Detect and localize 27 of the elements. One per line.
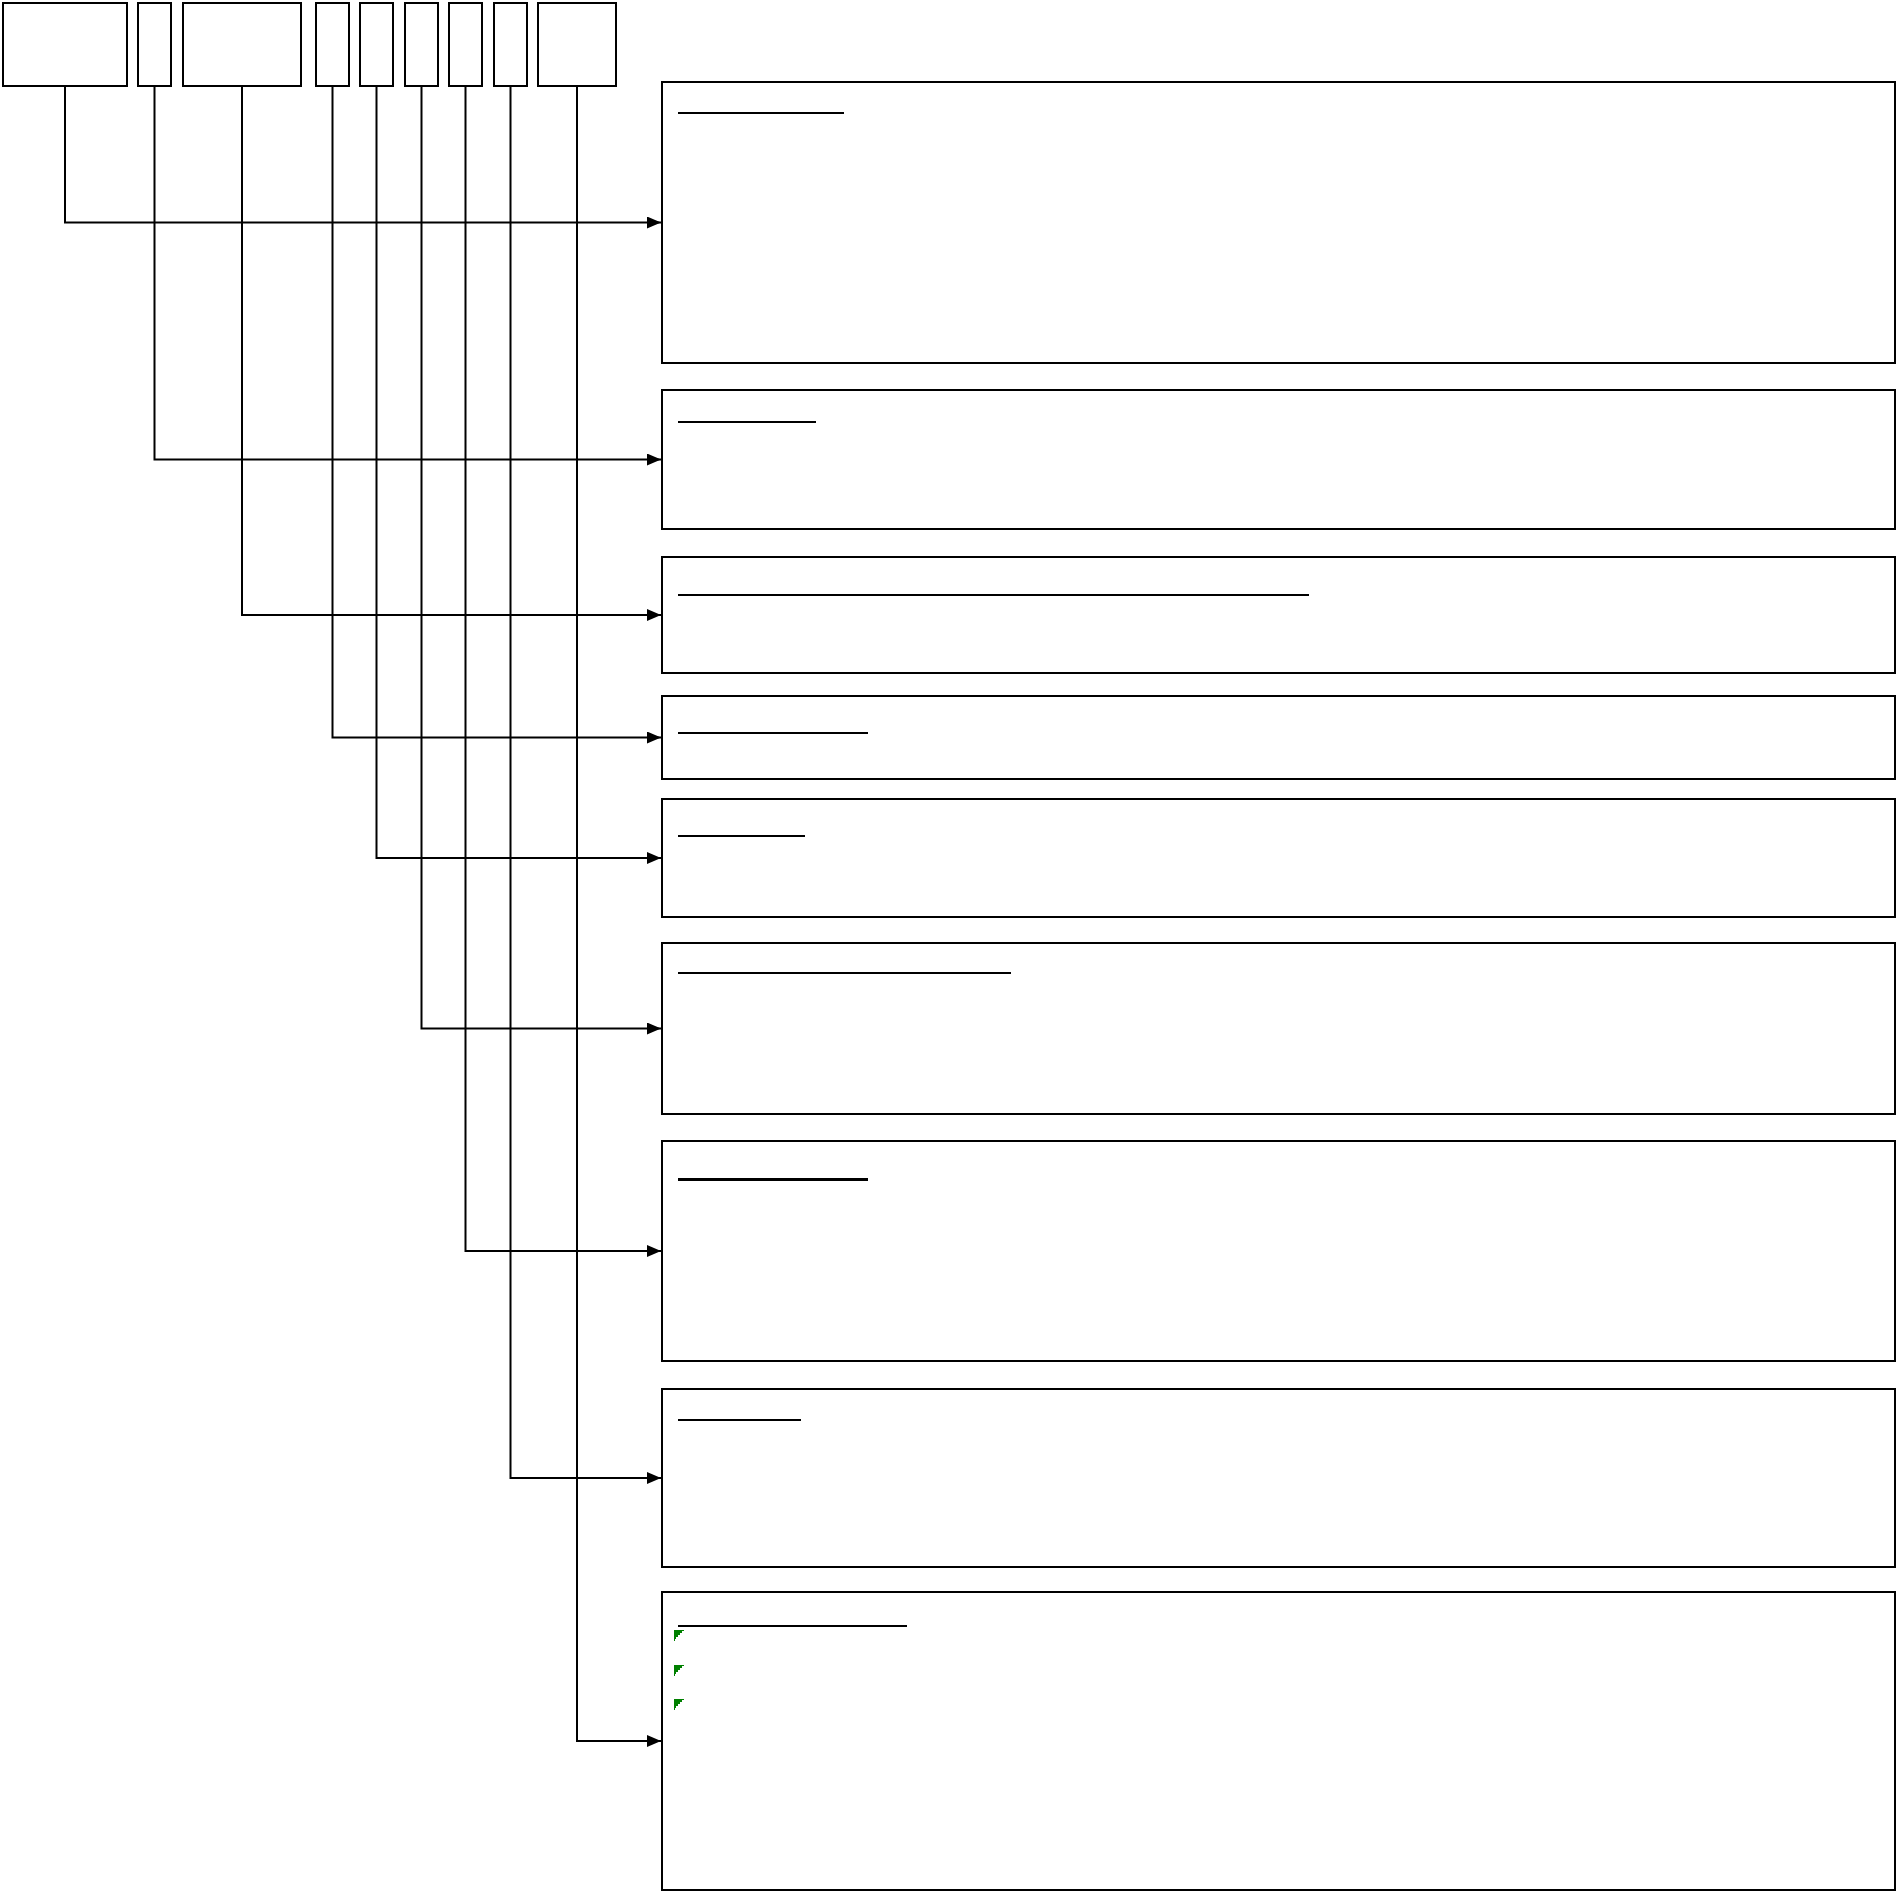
empty-panel (661, 798, 1896, 918)
empty-panel (661, 695, 1896, 780)
empty-panel (661, 1591, 1896, 1891)
empty-box (2, 2, 128, 87)
empty-panel (661, 1140, 1896, 1362)
arrow (64, 86, 662, 229)
empty-box (493, 2, 528, 87)
empty-panel (661, 389, 1896, 530)
empty-box (537, 2, 617, 87)
empty-panel (661, 556, 1896, 674)
empty-box (359, 2, 394, 87)
empty-panel (661, 81, 1896, 364)
empty-box (315, 2, 350, 87)
empty-panel (661, 942, 1896, 1115)
empty-box (137, 2, 172, 87)
empty-box (182, 2, 302, 87)
empty-panel (661, 1388, 1896, 1568)
empty-box (404, 2, 439, 87)
arrow (331, 86, 662, 744)
arrow (375, 86, 662, 864)
arrow (576, 86, 662, 1747)
empty-box (448, 2, 483, 87)
arrow (153, 86, 662, 466)
arrow (464, 86, 662, 1257)
arrow (509, 86, 662, 1484)
arrow (241, 86, 662, 621)
arrow (420, 86, 662, 1035)
